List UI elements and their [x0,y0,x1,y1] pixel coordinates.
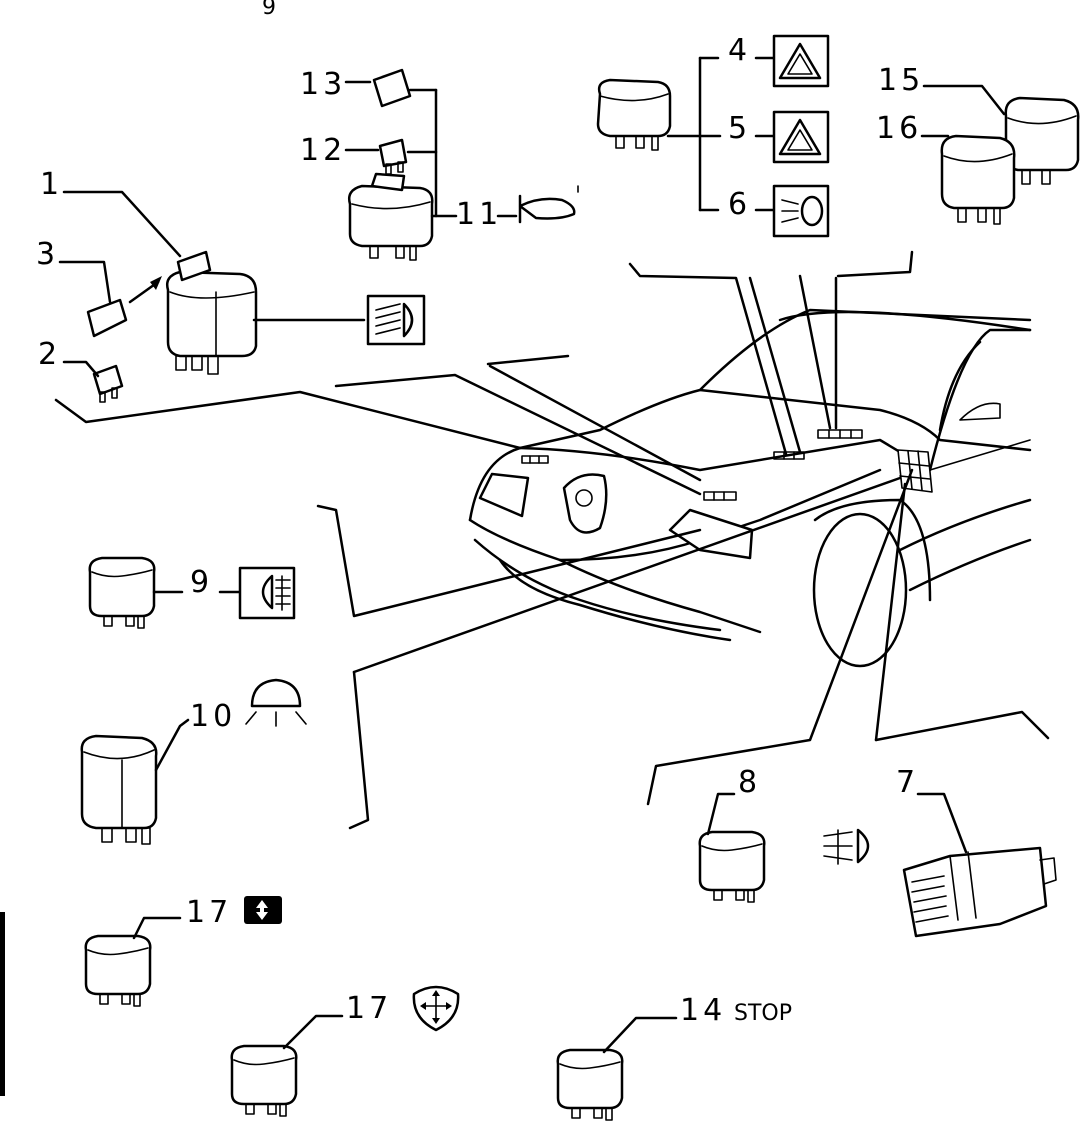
part-11-horn-relay [348,88,458,261]
label-part-6: 6 [728,187,751,222]
scan-mark: 9 [262,0,276,20]
label-part-1: 1 [40,167,63,202]
part-14-stop-relay [556,1016,678,1122]
part-8-relay [698,792,766,904]
part-7-switch [902,792,1057,938]
part-4-5-6-relay [596,56,722,212]
rear-fog-icon [218,566,296,620]
part-3-fuse [58,260,162,338]
part-12-fuse [344,138,408,175]
label-part-8: 8 [738,765,761,800]
interior-light-icon [245,678,307,727]
label-part-14: 14 [680,993,726,1028]
front-fog-icon [823,828,870,865]
label-part-3: 3 [36,237,59,272]
label-part-12: 12 [300,133,346,168]
part-9-relay [88,556,184,630]
high-beam-icon [366,294,426,346]
part-17-lock-relay [230,1014,344,1118]
label-stop: STOP [734,1001,792,1026]
part-2-fuse [62,360,124,403]
label-part-16: 16 [876,111,922,146]
label-part-15: 15 [878,63,924,98]
label-part-9: 9 [190,565,213,600]
label-part-10: 10 [190,699,236,734]
label-part-13: 13 [300,67,346,102]
hazard-triangle-icon [754,110,830,164]
label-part-5: 5 [728,111,751,146]
low-beam-icon [754,184,830,238]
part-13-fuse [344,68,412,108]
car-illustration [468,308,1032,668]
label-part-11: 11 [456,197,502,232]
label-part-17-window: 17 [186,895,232,930]
horn-icon [496,185,579,224]
part-16-relay [920,134,1016,225]
hazard-triangle-icon [754,34,830,88]
edge-bar [0,912,5,1096]
part-1-relay [166,250,366,375]
power-window-icon [244,896,282,924]
label-part-4: 4 [728,33,751,68]
label-part-2: 2 [38,337,61,372]
label-part-7: 7 [896,765,919,800]
part-10-relay [80,718,190,845]
central-locking-icon [412,985,460,1032]
leader-lines [54,250,1050,830]
label-part-17-lock: 17 [346,991,392,1026]
leader-part-1 [62,190,182,258]
part-17-window-relay [84,916,182,1008]
